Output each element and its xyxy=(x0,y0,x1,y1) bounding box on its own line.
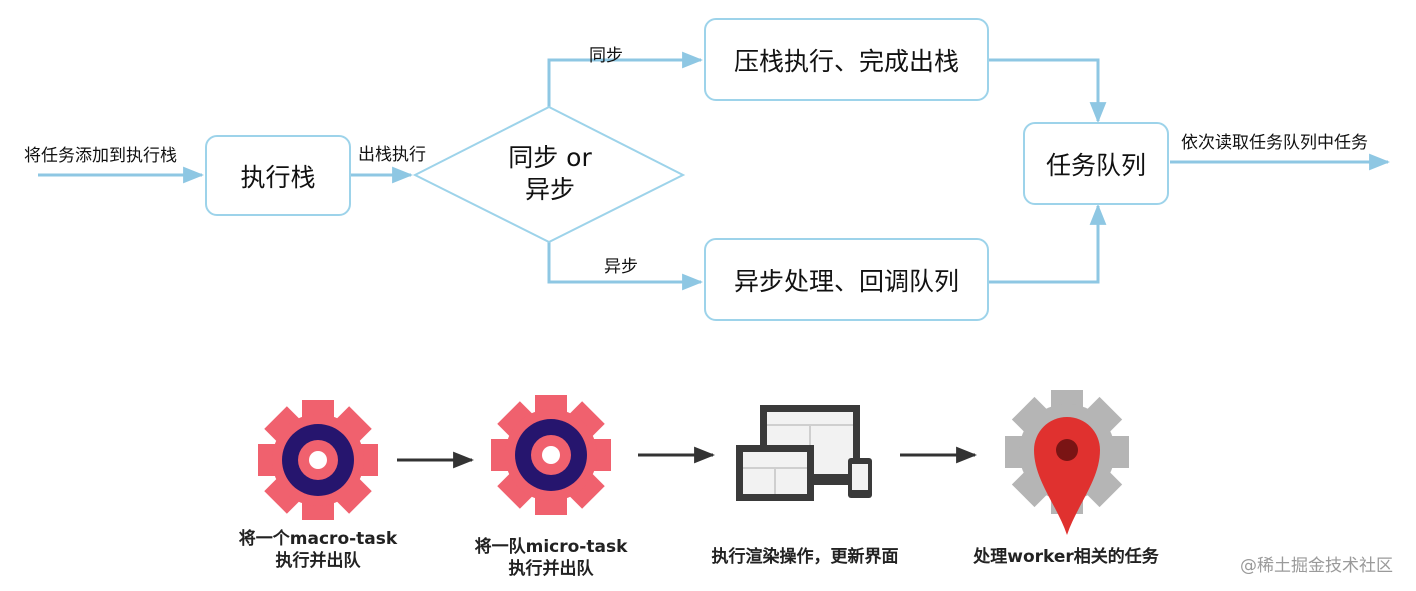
watermark: @稀土掘金技术社区 xyxy=(1240,556,1393,576)
render-devices-icon xyxy=(736,405,872,501)
execution-stack-box: 执行栈 xyxy=(205,135,351,216)
decision-diamond xyxy=(412,105,686,244)
step-caption-line-1: 处理worker相关的任务 xyxy=(973,547,1159,567)
sync-to-queue-arrow xyxy=(989,58,1107,124)
async-label: 异步 xyxy=(604,257,638,277)
pop-execute-label: 出栈执行 xyxy=(358,145,426,165)
step-caption-line-2: 执行并出队 xyxy=(275,551,361,571)
sync-arrow xyxy=(547,51,704,107)
decision-line-2: 异步 xyxy=(524,175,575,204)
sync-execute-label: 压栈执行、完成出栈 xyxy=(733,46,959,76)
decision-line-1: 同步 or xyxy=(508,143,592,172)
step-caption-line-1: 执行渲染操作，更新界面 xyxy=(711,547,899,567)
decision-text: 同步 or 异步 xyxy=(470,142,630,206)
macro-task-gear-icon xyxy=(258,400,378,520)
step-caption-macro-task: 将一个macro-task 执行并出队 xyxy=(228,528,408,572)
async-callback-box: 异步处理、回调队列 xyxy=(704,238,989,321)
step-caption-worker: 处理worker相关的任务 xyxy=(960,546,1172,568)
async-arrow xyxy=(547,242,704,291)
step-caption-render: 执行渲染操作，更新界面 xyxy=(690,546,920,568)
worker-map-pin-gear-icon xyxy=(1005,390,1129,535)
sync-execute-box: 压栈执行、完成出栈 xyxy=(704,18,989,101)
step-caption-line-1: 将一队micro-task xyxy=(474,537,628,557)
step-caption-line-1: 将一个macro-task xyxy=(238,529,398,549)
task-queue-box: 任务队列 xyxy=(1023,122,1169,205)
sync-label: 同步 xyxy=(589,46,623,66)
execution-stack-label: 执行栈 xyxy=(240,162,316,192)
task-queue-label: 任务队列 xyxy=(1045,150,1146,180)
output-label: 依次读取任务队列中任务 xyxy=(1181,133,1368,153)
step-caption-line-2: 执行并出队 xyxy=(508,559,594,579)
async-callback-label: 异步处理、回调队列 xyxy=(733,266,959,296)
async-to-queue-arrow xyxy=(989,203,1107,284)
step-caption-micro-task: 将一队micro-task 执行并出队 xyxy=(461,536,641,580)
micro-task-gear-icon xyxy=(491,395,611,515)
input-label: 将任务添加到执行栈 xyxy=(24,146,177,166)
